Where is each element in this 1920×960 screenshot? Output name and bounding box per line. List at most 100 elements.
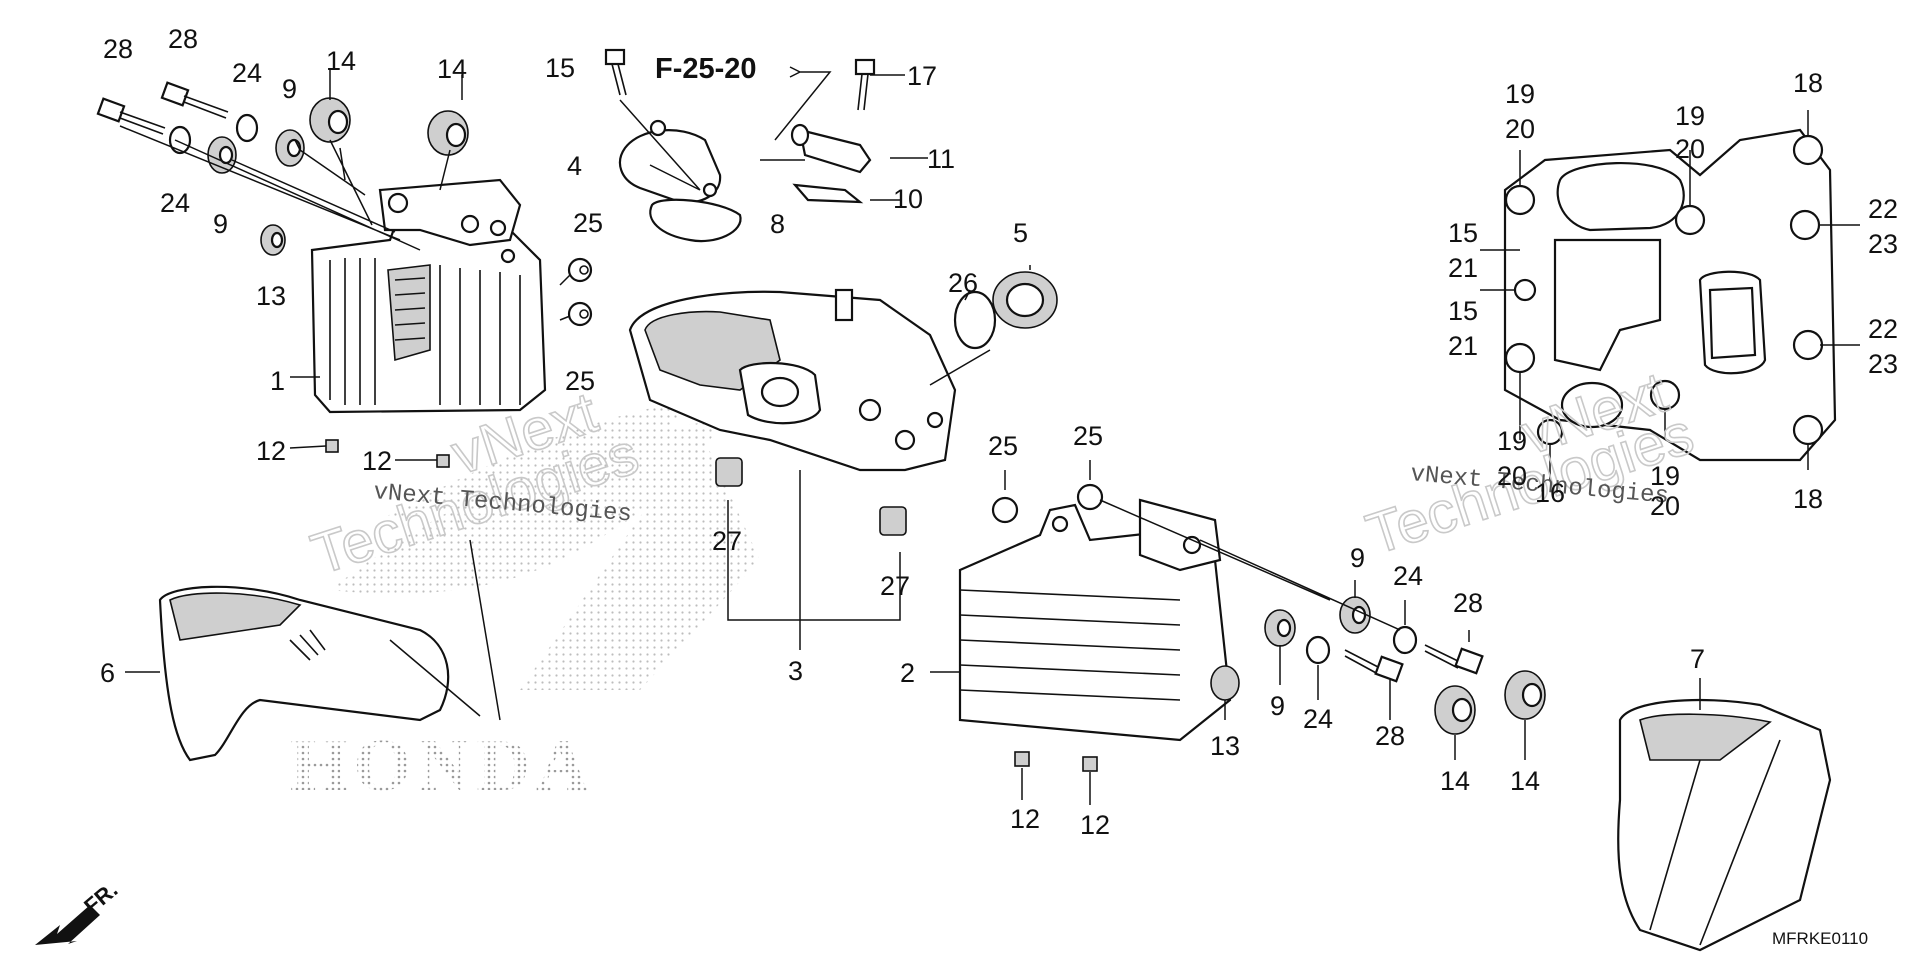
callout-14: 14 — [1440, 766, 1470, 796]
dowel-12-c — [1014, 751, 1030, 767]
callout-28: 28 — [103, 34, 133, 64]
callout-1: 1 — [270, 366, 285, 396]
callout-9: 9 — [213, 209, 228, 239]
washer-24-a — [235, 113, 259, 143]
grommet-9-a — [275, 129, 305, 167]
callout-14: 14 — [437, 54, 467, 84]
bolt-28-top-left-a — [96, 97, 166, 135]
callout-24: 24 — [1303, 704, 1333, 734]
callout-3: 3 — [788, 656, 803, 686]
reference-label: F-25-20 — [655, 53, 757, 85]
part-1-head-cover — [310, 178, 547, 414]
callout-9: 9 — [1350, 543, 1365, 573]
part-3-cylinder-head — [628, 288, 957, 472]
callout-28: 28 — [1375, 721, 1405, 751]
grommet-14-a — [309, 97, 351, 143]
callout-5: 5 — [1013, 218, 1028, 248]
callout-15: 15 — [1448, 218, 1478, 248]
callout-12: 12 — [362, 446, 392, 476]
part-5-plug-cap — [992, 271, 1058, 329]
callout-14: 14 — [1510, 766, 1540, 796]
callout-27: 27 — [712, 526, 742, 556]
callout-18: 18 — [1793, 68, 1823, 98]
callout-12: 12 — [256, 436, 286, 466]
part-7-side-cover — [1617, 678, 1832, 952]
nut-25-a — [567, 257, 593, 283]
callout-26: 26 — [948, 268, 978, 298]
callout-19: 19 — [1497, 426, 1527, 456]
grommet-13-b — [1210, 665, 1240, 701]
callout-20: 20 — [1650, 491, 1680, 521]
part-11-sensor — [790, 123, 872, 174]
callout-24: 24 — [232, 58, 262, 88]
callout-19: 19 — [1675, 101, 1705, 131]
callout-21: 21 — [1448, 253, 1478, 283]
nut-25-c — [991, 496, 1019, 524]
callout-16: 16 — [1535, 478, 1565, 508]
dowel-27-b — [879, 506, 907, 536]
washer-24-b — [168, 125, 192, 155]
nut-25-d — [1076, 483, 1104, 511]
dowel-27-a — [715, 457, 743, 487]
callout-2: 2 — [900, 658, 915, 688]
front-direction-arrow: FR. — [35, 877, 122, 945]
washer-24-d — [1392, 625, 1418, 655]
part-26-o-ring — [953, 290, 997, 350]
bolt-28-c — [1344, 649, 1404, 683]
callout-8: 8 — [770, 209, 785, 239]
part-4-breather-cover — [618, 119, 722, 204]
callout-20: 20 — [1505, 114, 1535, 144]
part-6-side-cover — [125, 539, 501, 762]
grommet-13-a — [260, 224, 286, 256]
washer-24-c — [1305, 635, 1331, 665]
callout-24: 24 — [160, 188, 190, 218]
callout-28: 28 — [168, 24, 198, 54]
callout-14: 14 — [326, 46, 356, 76]
drawing-code: MFRKE0110 — [1772, 929, 1868, 948]
callout-9: 9 — [1270, 691, 1285, 721]
callout-22: 22 — [1868, 314, 1898, 344]
callout-28: 28 — [1453, 588, 1483, 618]
callout-24: 24 — [1393, 561, 1423, 591]
dowel-12-b — [436, 454, 450, 468]
part-8-o-ring — [649, 198, 742, 243]
callout-20: 20 — [1497, 461, 1527, 491]
part-10-gasket — [792, 183, 864, 204]
bolt-28-d — [1424, 644, 1484, 675]
honda-wordmark: HONDA — [290, 725, 595, 807]
bolt-15-top — [604, 48, 627, 96]
callout-13: 13 — [256, 281, 286, 311]
nut-25-b — [567, 301, 593, 327]
callout-21: 21 — [1448, 331, 1478, 361]
callout-15: 15 — [1448, 296, 1478, 326]
callout-18: 18 — [1793, 484, 1823, 514]
callout-13: 13 — [1210, 731, 1240, 761]
callout-19: 19 — [1505, 79, 1535, 109]
callout-23: 23 — [1868, 349, 1898, 379]
part-2-front-head-cover — [958, 498, 1232, 742]
callout-15: 15 — [545, 53, 575, 83]
grommet-14-b — [427, 110, 469, 156]
callout-9: 9 — [282, 74, 297, 104]
gasket-outline-right — [1503, 128, 1837, 462]
honda-wing-logo — [330, 400, 760, 690]
grommet-14-c — [1434, 685, 1476, 735]
callout-22: 22 — [1868, 194, 1898, 224]
callout-12: 12 — [1080, 810, 1110, 840]
callout-25: 25 — [988, 431, 1018, 461]
callout-labels: 28 28 24 9 14 14 24 9 13 1 12 12 25 25 1… — [100, 24, 1898, 840]
callout-25: 25 — [573, 208, 603, 238]
bolt-28-top-left-b — [160, 81, 229, 119]
callout-4: 4 — [567, 151, 582, 181]
dowel-12-d — [1082, 756, 1098, 772]
grommet-14-d — [1504, 670, 1546, 720]
callout-17: 17 — [907, 61, 937, 91]
reference-arrow — [774, 66, 832, 141]
callout-10: 10 — [893, 184, 923, 214]
callout-19: 19 — [1650, 461, 1680, 491]
callout-23: 23 — [1868, 229, 1898, 259]
bolt-17 — [854, 58, 876, 111]
callout-12: 12 — [1010, 804, 1040, 834]
